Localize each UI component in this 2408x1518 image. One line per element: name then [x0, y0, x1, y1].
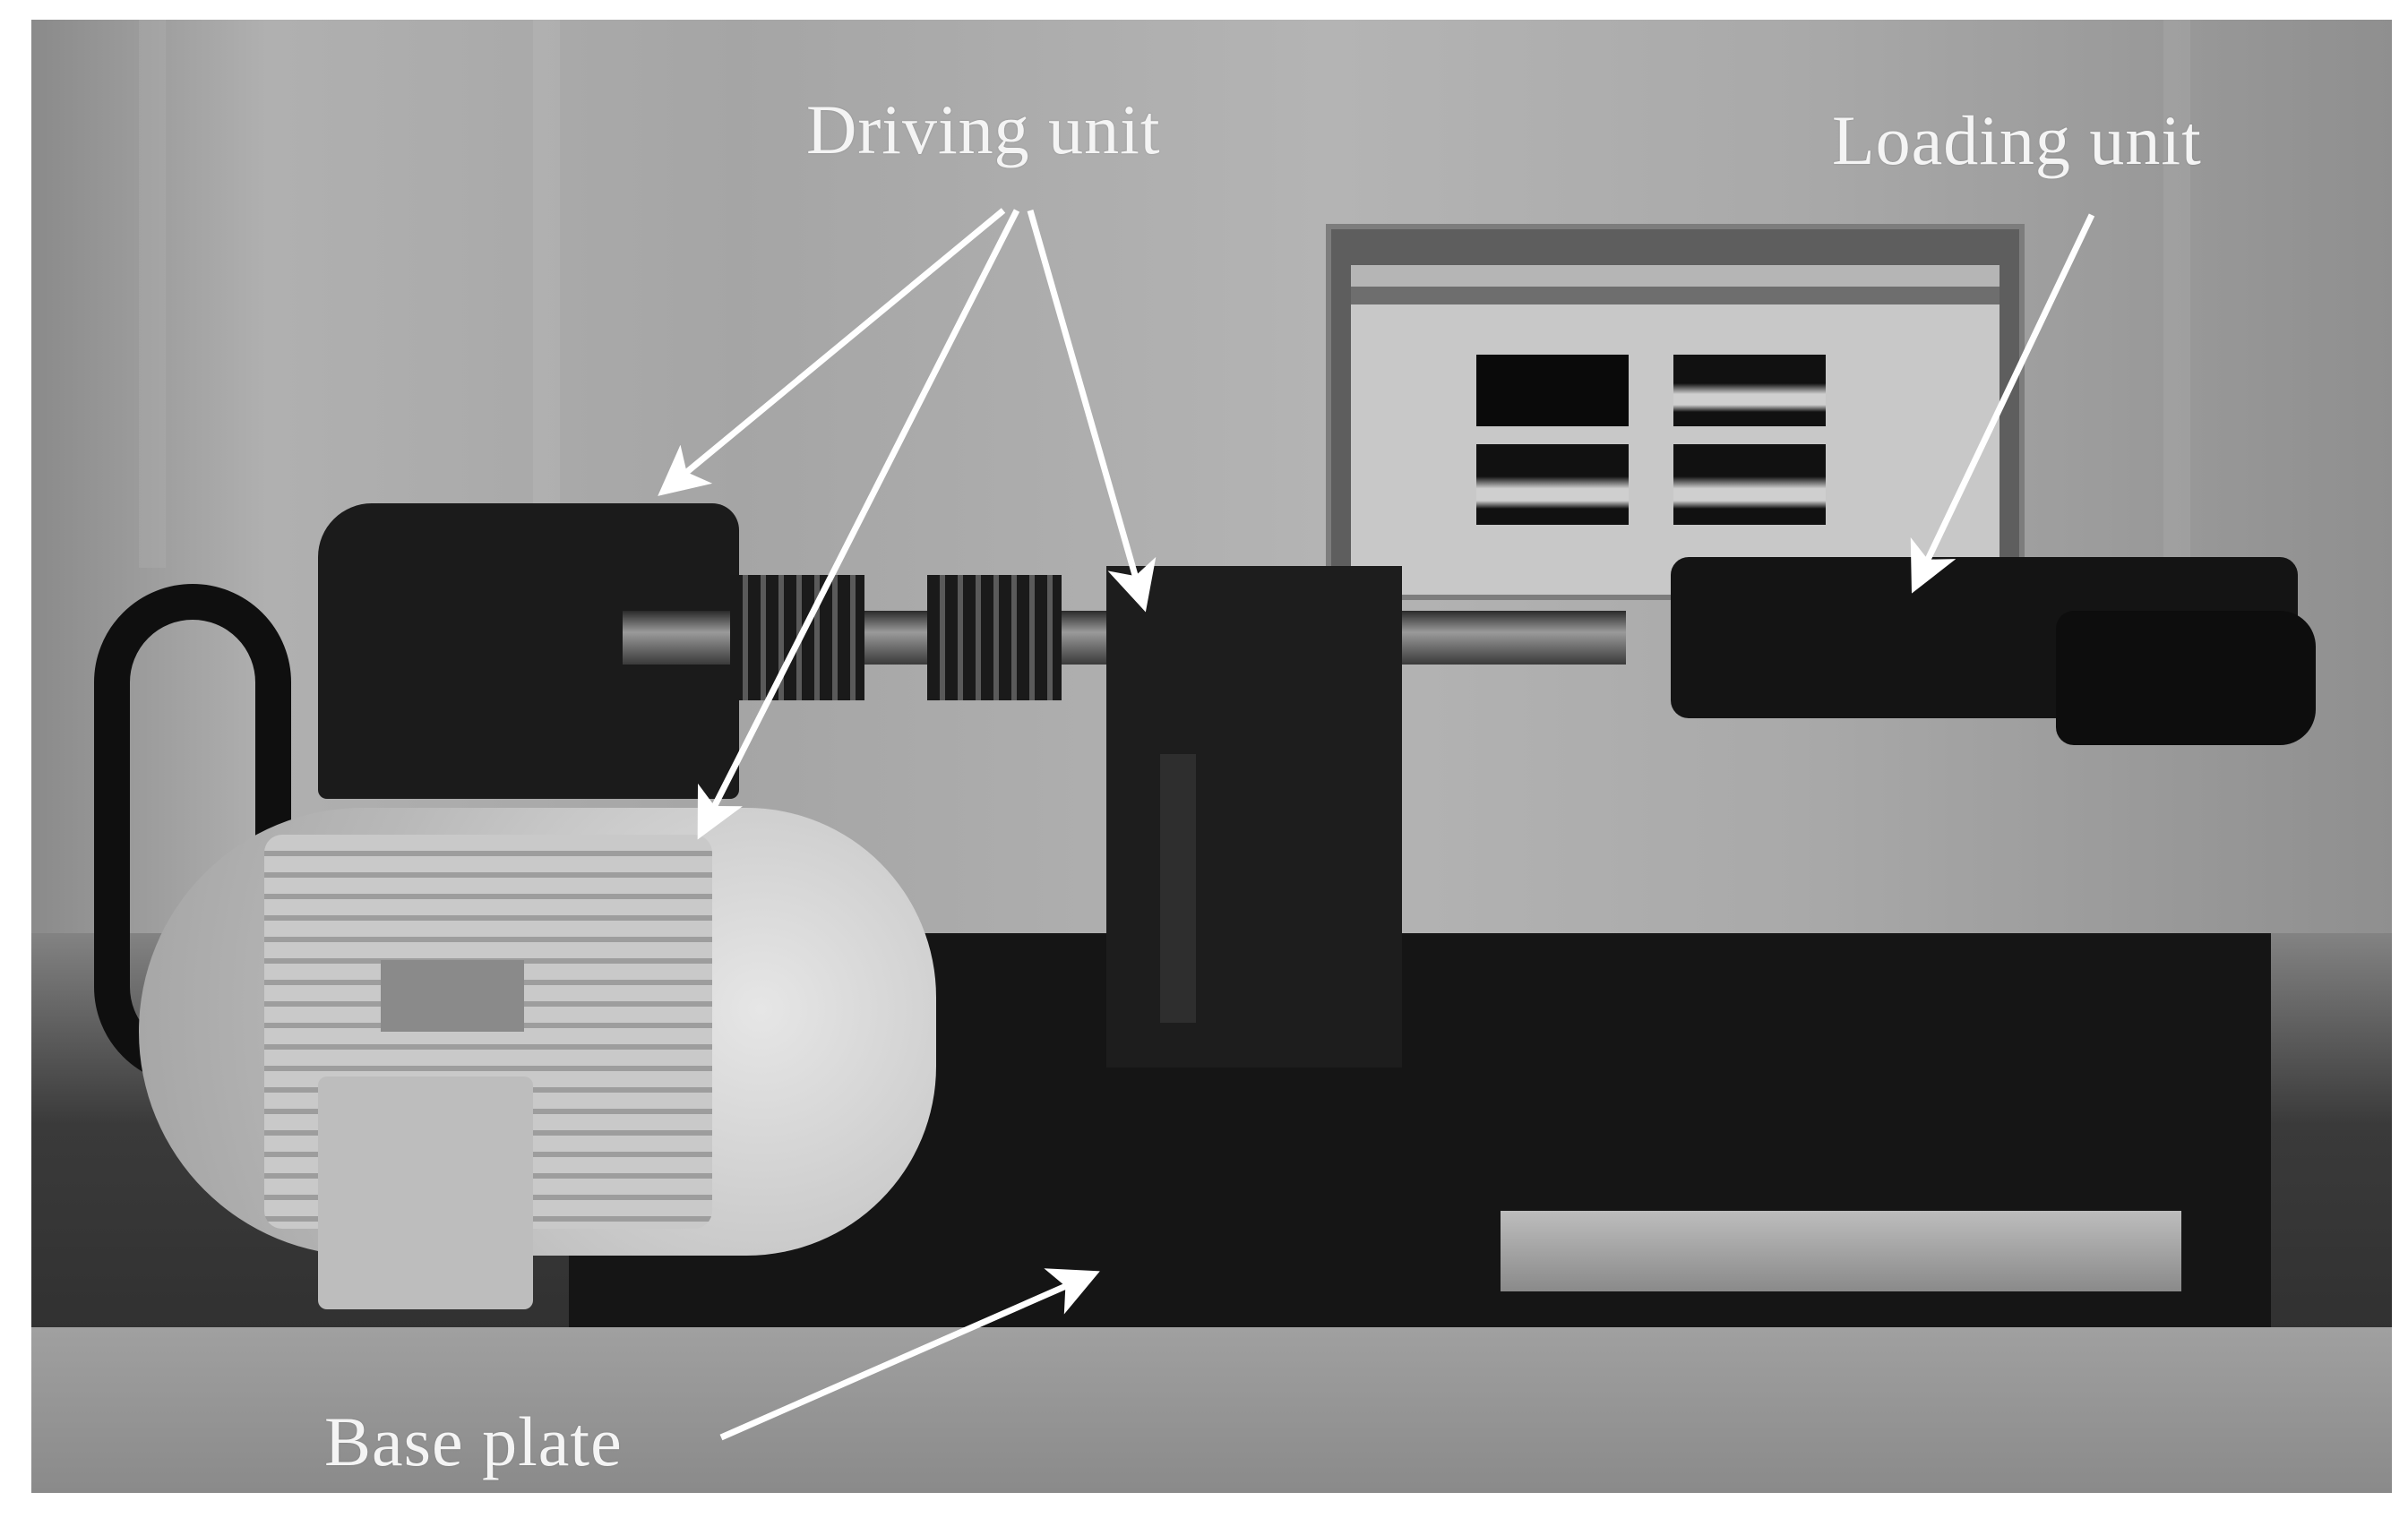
signal-plot — [1673, 444, 1826, 525]
curtain-fold — [2163, 20, 2190, 568]
bearing-support — [1106, 566, 1402, 1068]
floor — [31, 1327, 2392, 1493]
signal-plot — [1673, 355, 1826, 426]
coupling — [927, 575, 1062, 700]
monitor-screen — [1351, 265, 2000, 595]
screen-titlebar — [1351, 265, 2000, 304]
motor-nameplate — [381, 960, 524, 1032]
motor-junction-box — [318, 1076, 533, 1309]
signal-plot — [1476, 355, 1629, 426]
bearing-window — [1160, 754, 1196, 1023]
coupling — [730, 575, 864, 700]
signal-plot — [1476, 444, 1629, 525]
electric-motor — [139, 808, 936, 1256]
loading-cylinder — [2056, 611, 2316, 745]
curtain-fold — [139, 20, 166, 568]
slide-tray — [1501, 1211, 2181, 1291]
label-base-plate: Base plate — [324, 1402, 623, 1480]
label-loading-unit: Loading unit — [1832, 101, 2202, 179]
monitor — [1326, 224, 2025, 600]
label-driving-unit: Driving unit — [806, 90, 1161, 168]
curtain-fold — [533, 20, 560, 568]
test-rig-photo — [31, 20, 2392, 1493]
